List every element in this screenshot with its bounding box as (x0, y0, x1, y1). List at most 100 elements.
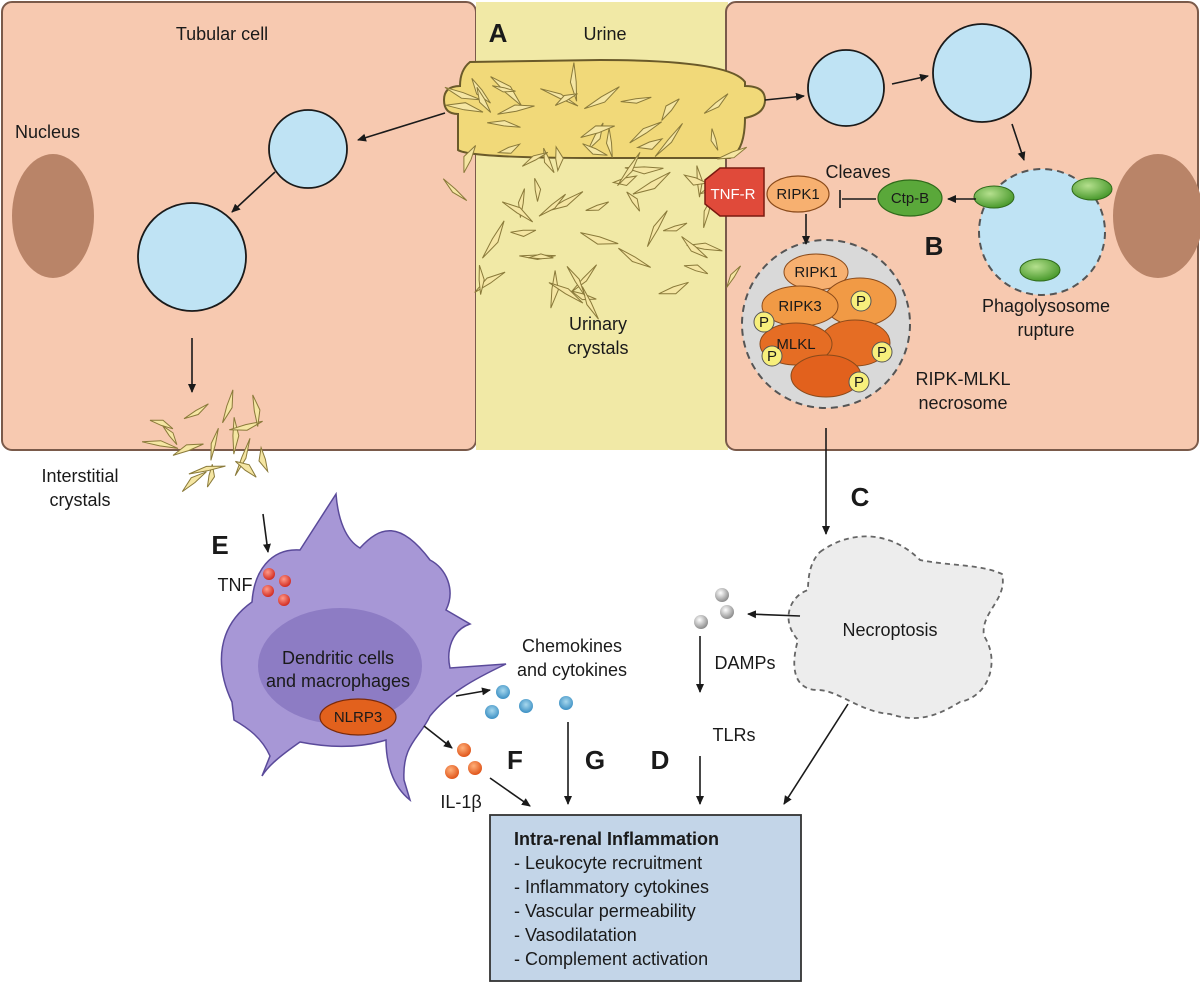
urinary-crystals-label-1: Urinary (569, 314, 627, 334)
tnfr-receptor (704, 167, 765, 217)
dendritic-label-1: Dendritic cells (282, 648, 394, 668)
svg-text:P: P (856, 293, 866, 310)
nucleus-label: Nucleus (15, 122, 80, 142)
crystal (141, 440, 179, 449)
crystal (726, 265, 742, 288)
tnf-molecules (262, 568, 291, 606)
necrosome-mlkl-label: MLKL (776, 336, 815, 353)
crystal (584, 86, 620, 110)
crystal (476, 87, 492, 113)
chemokines-label-1: Chemokines (522, 636, 622, 656)
crystal (580, 232, 619, 245)
crystal (258, 445, 269, 474)
ripk1-top (766, 175, 830, 213)
interstitial-crystals-label-1: Interstitial (41, 466, 118, 486)
crystal (492, 85, 516, 93)
crystal (581, 286, 599, 320)
crystal (206, 464, 216, 488)
tlrs-label: TLRs (712, 725, 755, 745)
crystal (538, 193, 566, 217)
tnfr-label: TNF-R (711, 186, 756, 203)
crystal (172, 443, 204, 456)
svg-text:P: P (854, 374, 864, 391)
crystal (181, 471, 207, 493)
crystal (478, 264, 485, 295)
phagolysosome-label-2: rupture (1017, 320, 1074, 340)
left-nucleus (12, 154, 94, 278)
crystal (497, 104, 535, 115)
phosphate-badges (753, 290, 893, 393)
crystal (487, 120, 521, 128)
svg-text:P: P (877, 344, 887, 361)
dendritic-nucleus (258, 608, 422, 724)
crystal (229, 420, 263, 431)
interstitial-crystal-cluster (141, 389, 336, 627)
crystal (661, 98, 680, 121)
crystal (646, 210, 668, 247)
crystal (580, 125, 615, 138)
urine-label: Urine (583, 24, 626, 44)
vesicle-left-1 (268, 109, 348, 189)
panel-label-d: D (651, 745, 670, 775)
inflammation-item: - Vasodilatation (514, 925, 637, 945)
cleaves-label: Cleaves (825, 162, 890, 182)
crystal (620, 96, 652, 104)
crystal (528, 253, 554, 260)
crystal (681, 236, 708, 259)
crystal (635, 138, 664, 150)
svg-text:P: P (759, 314, 769, 331)
crystal (235, 460, 257, 478)
crystal (554, 93, 578, 106)
necrosome-label-2: necrosome (918, 393, 1007, 413)
crystal (463, 145, 477, 174)
panel-label-b: B (925, 231, 944, 261)
crystal (444, 86, 482, 101)
crystal (222, 389, 234, 424)
crystal (540, 88, 579, 107)
nlrp3-label: NLRP3 (334, 709, 382, 726)
crystal (683, 264, 709, 275)
vesicle-left-2 (137, 202, 247, 312)
pathway-arrows (188, 73, 1026, 807)
crystal (183, 403, 209, 420)
il1b-molecules (445, 743, 482, 779)
damp-molecules (694, 588, 734, 629)
inflammation-title: Intra-renal Inflammation (514, 829, 719, 849)
crystal (566, 266, 586, 297)
lysosome-green-3 (1019, 258, 1061, 282)
crystal (234, 438, 251, 476)
panel-label-f: F (507, 745, 523, 775)
crystal (149, 419, 174, 430)
inflammation-item: - Vascular permeability (514, 901, 696, 921)
vesicle-right-1 (807, 49, 885, 127)
ripk1-top-label: RIPK1 (776, 186, 819, 203)
crystal (252, 394, 261, 427)
crystal (162, 425, 178, 446)
chemokines-label-2: and cytokines (517, 660, 627, 680)
crystal (569, 62, 578, 102)
crystal (658, 281, 689, 295)
crystal (521, 151, 549, 167)
necrosome-label-1: RIPK-MLKL (915, 369, 1010, 389)
urinary-crystals-label-2: crystals (567, 338, 628, 358)
crystal (629, 121, 662, 144)
il1b-label: IL-1β (440, 792, 481, 812)
crystal (510, 229, 537, 237)
ctpb-label: Ctp-B (891, 190, 929, 207)
vesicle-right-2 (932, 23, 1032, 123)
crystal (585, 201, 610, 211)
crystal (717, 146, 748, 160)
ctpb-enzyme (877, 179, 943, 217)
svg-text:P: P (767, 348, 777, 365)
necroptosis-cell (787, 535, 1004, 719)
dendritic-label-2: and macrophages (266, 671, 410, 691)
phagolysosome-label-1: Phagolysosome (982, 296, 1110, 316)
crystal (686, 242, 723, 252)
chemokine-molecules (485, 685, 573, 719)
nlrp3-complex (319, 698, 397, 736)
lysosome-green-2 (1071, 177, 1113, 201)
tnf-label: TNF (218, 575, 253, 595)
lysosome-green-1 (973, 185, 1015, 209)
crystal (548, 282, 584, 304)
crystal (618, 247, 651, 268)
